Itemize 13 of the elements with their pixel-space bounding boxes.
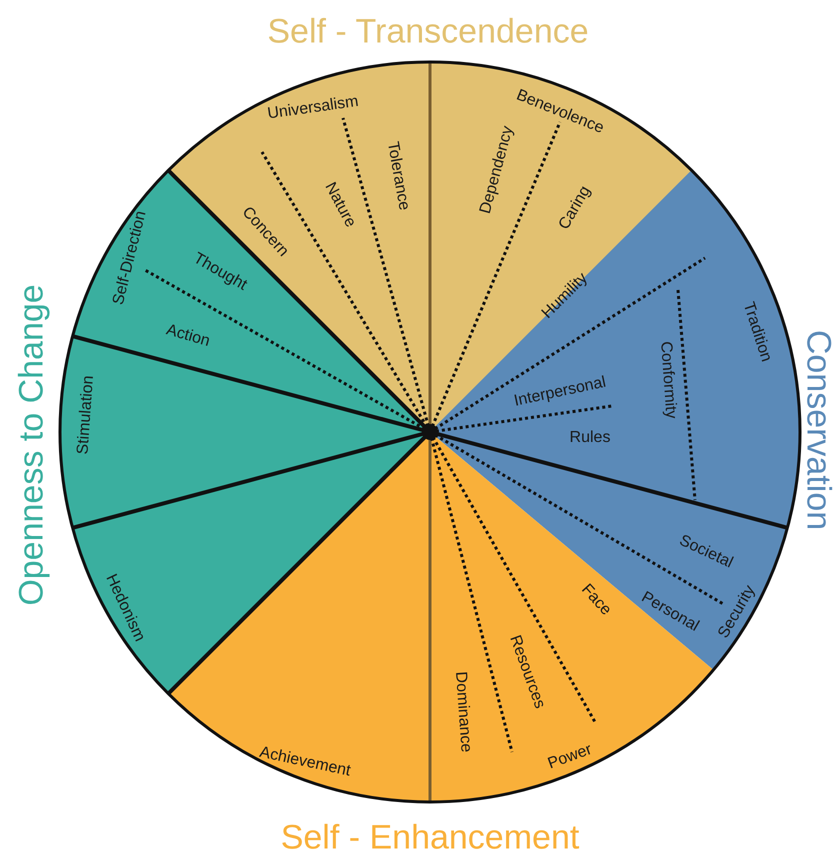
group-heading: Self - Enhancement — [280, 819, 580, 856]
group-heading: Self - Transcendence — [267, 13, 589, 51]
subsector-label: Action — [164, 321, 212, 351]
subsector-label: Rules — [570, 429, 610, 447]
sector-label: Power — [546, 740, 594, 774]
sector-label: Tradition — [739, 300, 775, 364]
sector-label: Universalism — [266, 92, 360, 124]
sector-label: Conformity — [656, 340, 680, 420]
subsector-label: Dominance — [451, 671, 475, 753]
group-heading: Openness to Change — [13, 284, 51, 606]
sector-label: Stimulation — [74, 374, 98, 456]
subsector-label: Tolerance — [383, 140, 413, 212]
group-heading: Conservation — [799, 330, 837, 530]
